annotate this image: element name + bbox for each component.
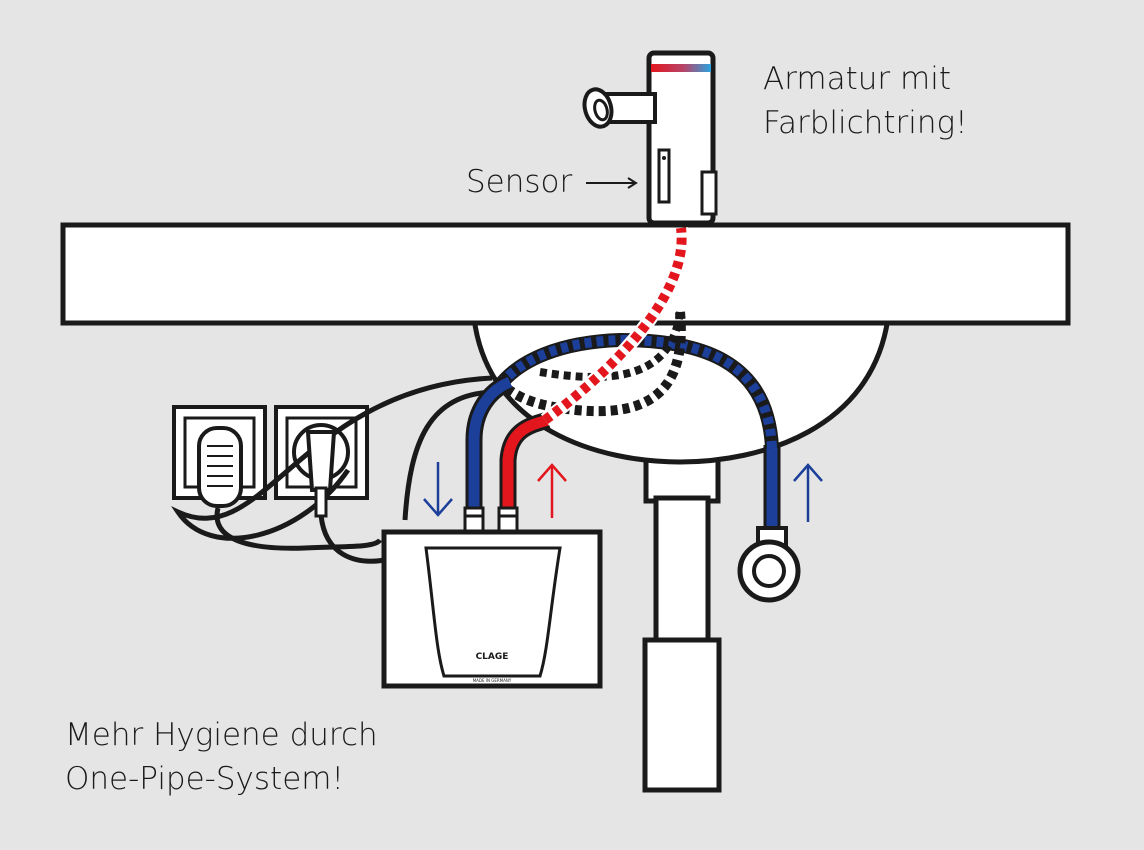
black-dashed-hose (495, 311, 686, 417)
power-supply-cable (214, 507, 383, 551)
countertop (60, 222, 1071, 326)
angle-valve (737, 526, 801, 603)
siphon-drain (642, 452, 722, 793)
armatur-label-line1: Armatur mit (763, 61, 951, 97)
heater-cable-loop (402, 389, 493, 521)
hot-out-arrow (537, 463, 567, 518)
sink-basin (471, 315, 891, 465)
hygiene-label-line1: Mehr Hygiene durch (65, 717, 378, 753)
heater-brand: CLAGE (476, 652, 509, 662)
heater-made-in: MADE IN GERMANY (473, 678, 512, 683)
armatur-label: Armatur mit Farblichtring! (763, 57, 968, 145)
heater-power-cable (318, 514, 386, 564)
heater-plug (305, 430, 337, 518)
power-supply-plug (197, 426, 243, 508)
heater-connectors (463, 506, 519, 534)
color-light-ring (651, 64, 711, 72)
sensor-pointer-arrow (586, 177, 638, 189)
siphon-pipe (653, 495, 711, 645)
siphon-lower (642, 637, 722, 793)
hygiene-label: Mehr Hygiene durch One-Pipe-System! (65, 713, 378, 801)
cold-in-arrow (423, 462, 453, 517)
armatur-label-line2: Farblichtring! (763, 105, 968, 141)
sensor-label: Sensor (466, 164, 573, 200)
sensor-cable (171, 375, 493, 541)
water-heater (381, 529, 603, 689)
hygiene-label-line2: One-Pipe-System! (65, 761, 344, 797)
supply-up-arrow (793, 463, 823, 522)
faucet (582, 50, 718, 226)
